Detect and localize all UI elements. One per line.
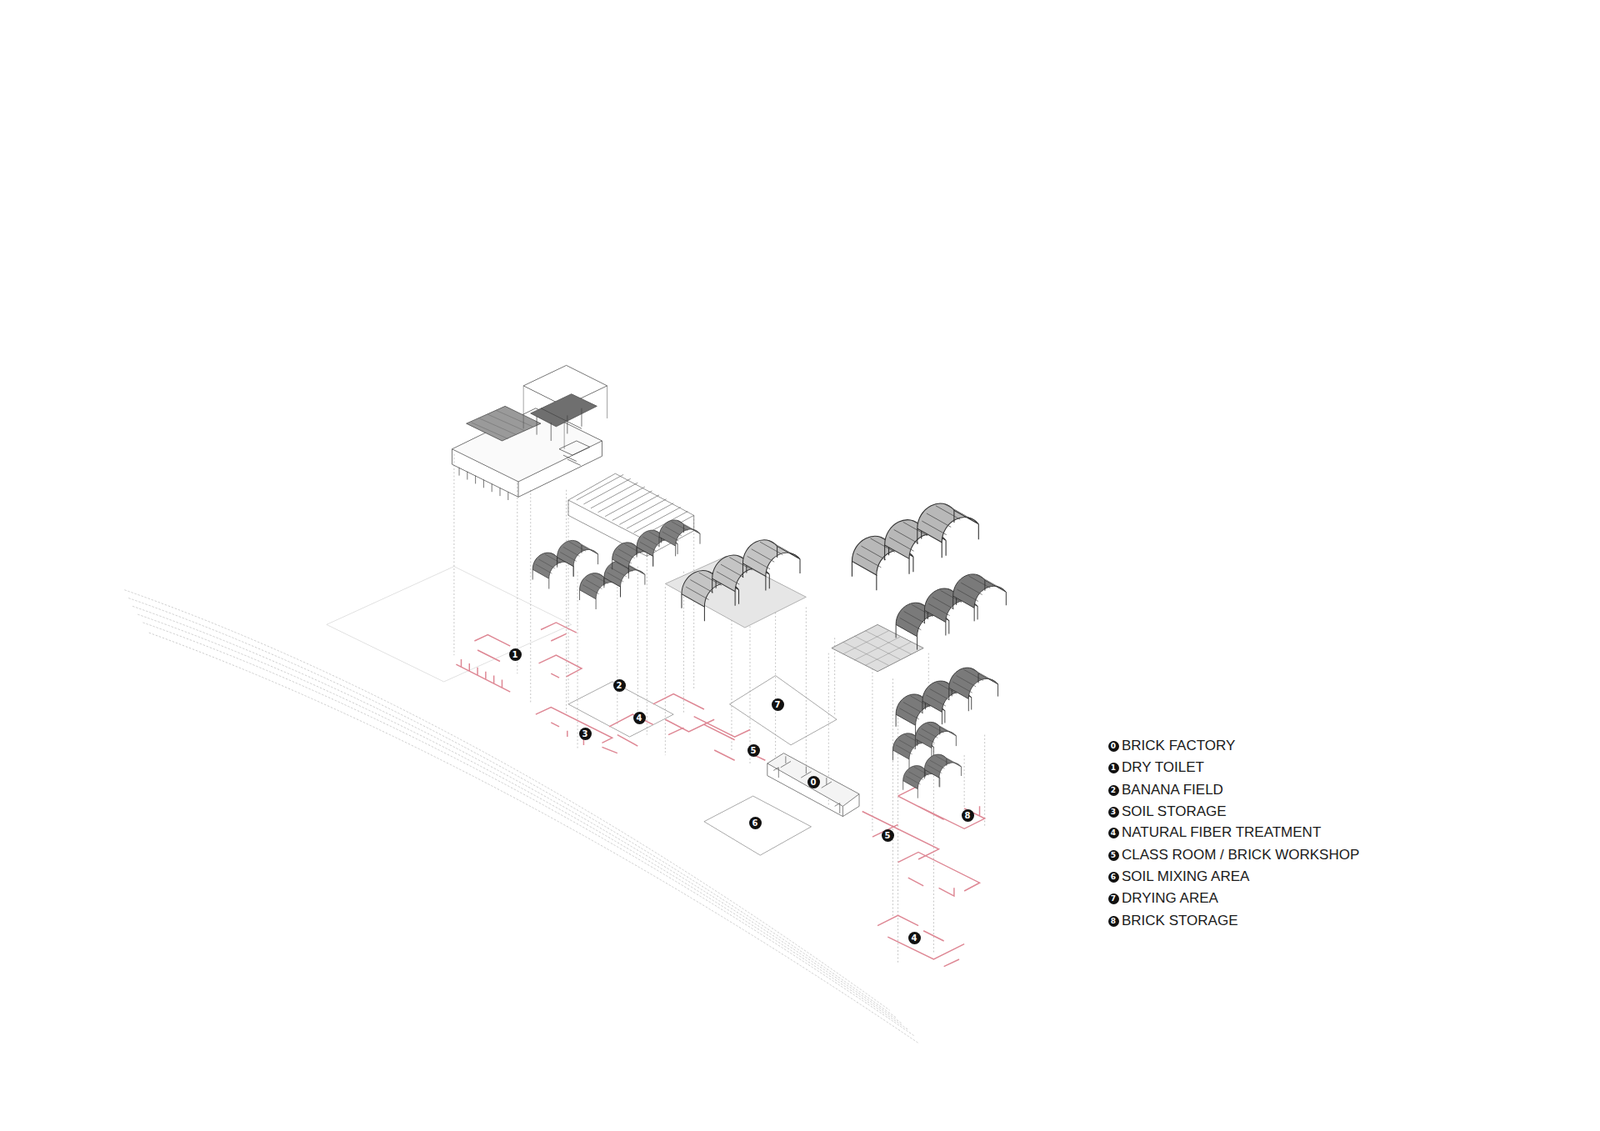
legend-text: BRICK STORAGE (1121, 911, 1239, 930)
callout-number: 8 (961, 809, 975, 822)
callout-number: 5 (747, 744, 760, 757)
callout-number: 3 (579, 727, 592, 740)
callout-number: 2 (613, 679, 626, 692)
legend-text: BANANA FIELD (1121, 780, 1224, 800)
callout-number: 7 (771, 698, 785, 711)
legend-number: 4 (1108, 827, 1120, 839)
callout-number: 5 (881, 829, 895, 842)
legend-text: DRY TOILET (1121, 758, 1205, 777)
legend-text: DRYING AREA (1121, 889, 1219, 908)
callout-number: 1 (509, 648, 522, 661)
callout-number: 4 (633, 711, 646, 725)
legend-text: SOIL MIXING AREA (1121, 867, 1250, 886)
legend-text: CLASS ROOM / BRICK WORKSHOP (1121, 845, 1360, 865)
legend-number: 0 (1108, 740, 1120, 752)
legend-number: 7 (1108, 893, 1120, 905)
legend-text: SOIL STORAGE (1121, 802, 1227, 821)
legend-number: 6 (1108, 871, 1120, 883)
legend-number: 1 (1108, 762, 1120, 774)
legend-number: 2 (1108, 785, 1120, 796)
legend-text: NATURAL FIBER TREATMENT (1121, 823, 1321, 842)
legend-number: 8 (1108, 915, 1120, 927)
legend-text: BRICK FACTORY (1121, 736, 1235, 755)
legend-number: 3 (1108, 806, 1120, 818)
callout-number: 4 (908, 931, 921, 945)
legend-number: 5 (1108, 850, 1120, 861)
callout-number: 0 (807, 775, 820, 789)
callout-number: 6 (749, 816, 762, 830)
